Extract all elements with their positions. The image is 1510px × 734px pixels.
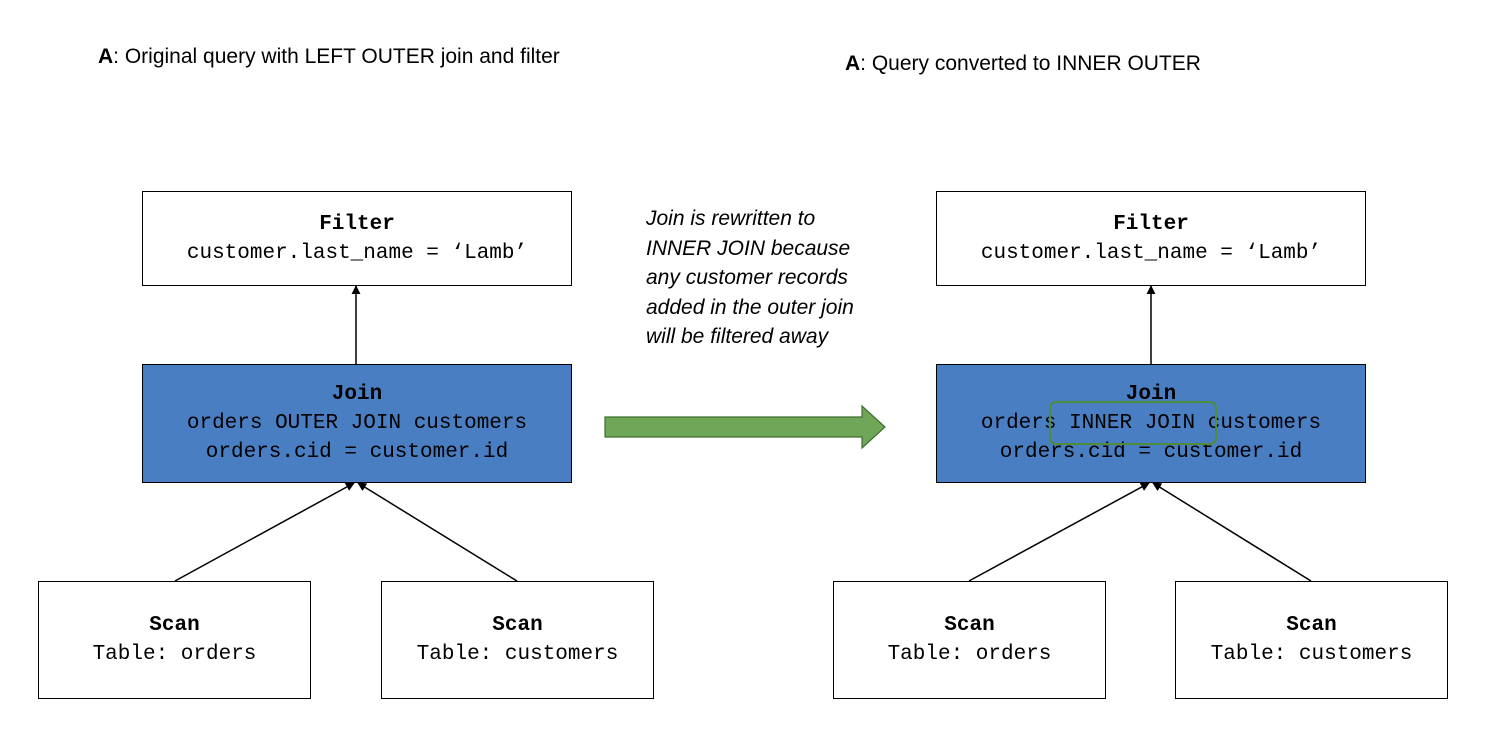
left-filter-condition: customer.last_name = ‘Lamb’ bbox=[186, 241, 528, 265]
left-join-title: Join bbox=[331, 383, 383, 406]
left-join-node: Join orders OUTER JOIN customers orders.… bbox=[142, 364, 572, 483]
right-scan-customers-table: Table: customers bbox=[1210, 643, 1413, 666]
left-filter-title: Filter bbox=[319, 212, 395, 236]
right-caption-text: : Query converted to INNER OUTER bbox=[860, 52, 1201, 75]
right-scan-orders-to-join-edge bbox=[968, 482, 1150, 582]
right-scan-customers-to-join-edge bbox=[1152, 482, 1312, 582]
left-filter-node: Filter customer.last_name = ‘Lamb’ bbox=[142, 191, 572, 286]
right-filter-title: Filter bbox=[1113, 212, 1189, 236]
rewrite-explanation-line: any customer records bbox=[646, 266, 848, 289]
right-join-condition: orders.cid = customer.id bbox=[999, 441, 1303, 464]
right-join-right-table: customers bbox=[1195, 412, 1322, 435]
right-join-left-table: orders bbox=[980, 412, 1070, 435]
right-join-type: orders INNER JOIN customers bbox=[981, 409, 1321, 438]
right-scan-orders-title: Scan bbox=[944, 614, 995, 637]
right-filter-node: Filter customer.last_name = ‘Lamb’ bbox=[936, 191, 1366, 286]
right-join-node: Join orders INNER JOIN customers orders.… bbox=[936, 364, 1366, 483]
left-scan-customers-node: Scan Table: customers bbox=[381, 581, 654, 699]
left-caption-prefix: A bbox=[98, 45, 114, 68]
left-scan-orders-table: Table: orders bbox=[92, 643, 257, 666]
rewrite-explanation-line: will be filtered away bbox=[646, 325, 829, 348]
right-scan-orders-table: Table: orders bbox=[887, 643, 1052, 666]
left-scan-customers-to-join-edge bbox=[357, 482, 518, 582]
left-scan-customers-table: Table: customers bbox=[416, 643, 619, 666]
left-scan-customers-title: Scan bbox=[492, 614, 543, 637]
right-caption-prefix: A bbox=[845, 52, 861, 75]
rewrite-arrow bbox=[604, 404, 886, 450]
right-caption: A: Query converted to INNER OUTER bbox=[845, 52, 1201, 76]
right-scan-customers-title: Scan bbox=[1286, 614, 1337, 637]
right-scan-orders-node: Scan Table: orders bbox=[833, 581, 1106, 699]
left-scan-orders-node: Scan Table: orders bbox=[38, 581, 311, 699]
rewrite-explanation: Join is rewritten to INNER JOIN because … bbox=[646, 204, 854, 352]
right-join-title: Join bbox=[1125, 383, 1177, 406]
left-scan-orders-to-join-edge bbox=[174, 482, 355, 582]
left-caption: A: Original query with LEFT OUTER join a… bbox=[98, 45, 560, 69]
rewrite-explanation-line: added in the outer join bbox=[646, 295, 854, 319]
rewrite-explanation-line: INNER JOIN because bbox=[646, 236, 851, 260]
left-join-condition: orders.cid = customer.id bbox=[205, 441, 509, 464]
left-scan-orders-title: Scan bbox=[149, 614, 200, 637]
left-join-type: orders OUTER JOIN customers bbox=[186, 412, 528, 435]
rewrite-explanation-line: Join is rewritten to bbox=[646, 207, 816, 230]
right-filter-condition: customer.last_name = ‘Lamb’ bbox=[980, 241, 1322, 265]
right-scan-customers-node: Scan Table: customers bbox=[1175, 581, 1448, 699]
right-join-keyword: INNER JOIN bbox=[1069, 412, 1196, 435]
left-caption-text: : Original query with LEFT OUTER join an… bbox=[113, 45, 560, 68]
inner-join-highlight bbox=[1049, 401, 1217, 445]
